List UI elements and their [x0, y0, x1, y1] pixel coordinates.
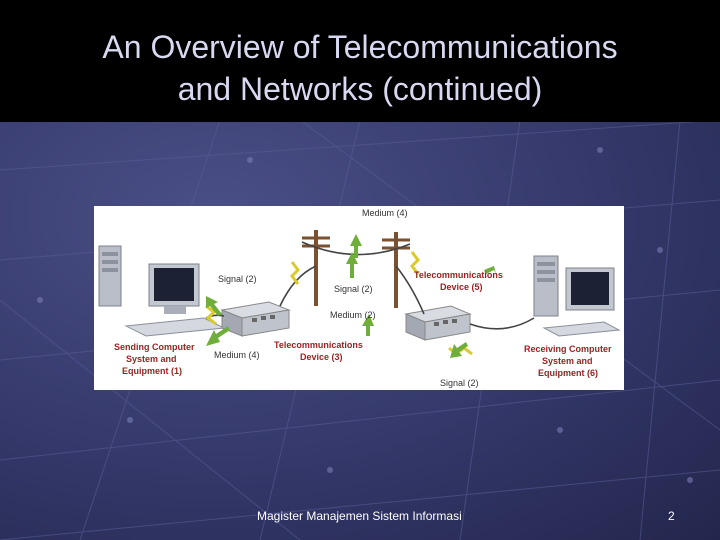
right-telecom-device-icon — [404, 305, 472, 341]
page-number: 2 — [668, 509, 675, 523]
label-telecom-device-left-1: Telecommunications — [274, 340, 363, 350]
green-arrows — [206, 234, 496, 358]
left-telecom-device-icon — [220, 301, 291, 337]
label-receiving-2: System and — [542, 356, 593, 366]
title-bar — [0, 0, 720, 122]
label-sending-2: System and — [126, 354, 177, 364]
label-telecom-device-right-2: Device (5) — [440, 282, 483, 292]
label-sending-1: Sending Computer — [114, 342, 195, 352]
label-medium-top: Medium (4) — [362, 208, 408, 218]
title-line-1: An Overview of Telecommunications — [102, 29, 618, 65]
slide-title: An Overview of Telecommunications and Ne… — [0, 26, 720, 110]
label-signal-left: Signal (2) — [218, 274, 257, 284]
label-telecom-device-left-2: Device (3) — [300, 352, 343, 362]
label-telecom-device-right-1: Telecommunications — [414, 270, 503, 280]
footer-text: Magister Manajemen Sistem Informasi — [257, 509, 462, 523]
label-receiving-3: Equipment (6) — [538, 368, 598, 378]
title-line-2: and Networks (continued) — [177, 71, 543, 107]
label-medium-left: Medium (4) — [214, 350, 260, 360]
label-medium-center: Medium (2) — [330, 310, 376, 320]
label-receiving-1: Receiving Computer — [524, 344, 612, 354]
label-signal-center: Signal (2) — [334, 284, 373, 294]
label-sending-3: Equipment (1) — [122, 366, 182, 376]
sending-computer-icon — [98, 245, 226, 337]
telecom-diagram-drawing — [98, 230, 621, 358]
telecom-diagram: Medium (4) Signal (2) Signal (2) Telecom… — [94, 206, 624, 390]
utility-poles-icon — [302, 230, 410, 308]
label-signal-bottom: Signal (2) — [440, 378, 479, 388]
receiving-computer-icon — [533, 255, 621, 337]
